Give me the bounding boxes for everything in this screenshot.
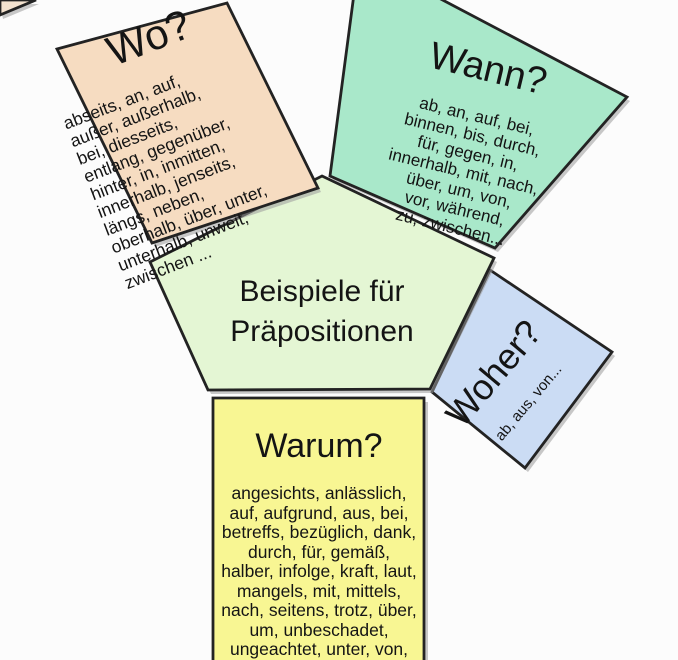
center-pentagon	[148, 174, 496, 392]
wo-card-shape	[54, 1, 321, 247]
center-pentagon-shape	[148, 174, 497, 394]
warum-card	[211, 396, 426, 660]
warum-card-text: Warum? angesichts, anlässlich, auf, aufg…	[213, 398, 425, 660]
corner-scrap	[0, 0, 37, 17]
diagram-title: Beispiele für Präpositionen	[230, 275, 414, 348]
wann-card	[328, 0, 630, 250]
wo-card	[54, 1, 320, 245]
warum-preposition-list: angesichts, anlässlich, auf, aufgrund, a…	[221, 483, 417, 660]
wann-card-shape	[328, 0, 630, 252]
warum-heading: Warum?	[255, 427, 383, 465]
wann-preposition-list: ab, an, auf, bei, binnen, bis, durch, fü…	[386, 93, 543, 250]
corner-scrap-shape	[0, 0, 39, 19]
warum-card-shape	[211, 396, 428, 660]
